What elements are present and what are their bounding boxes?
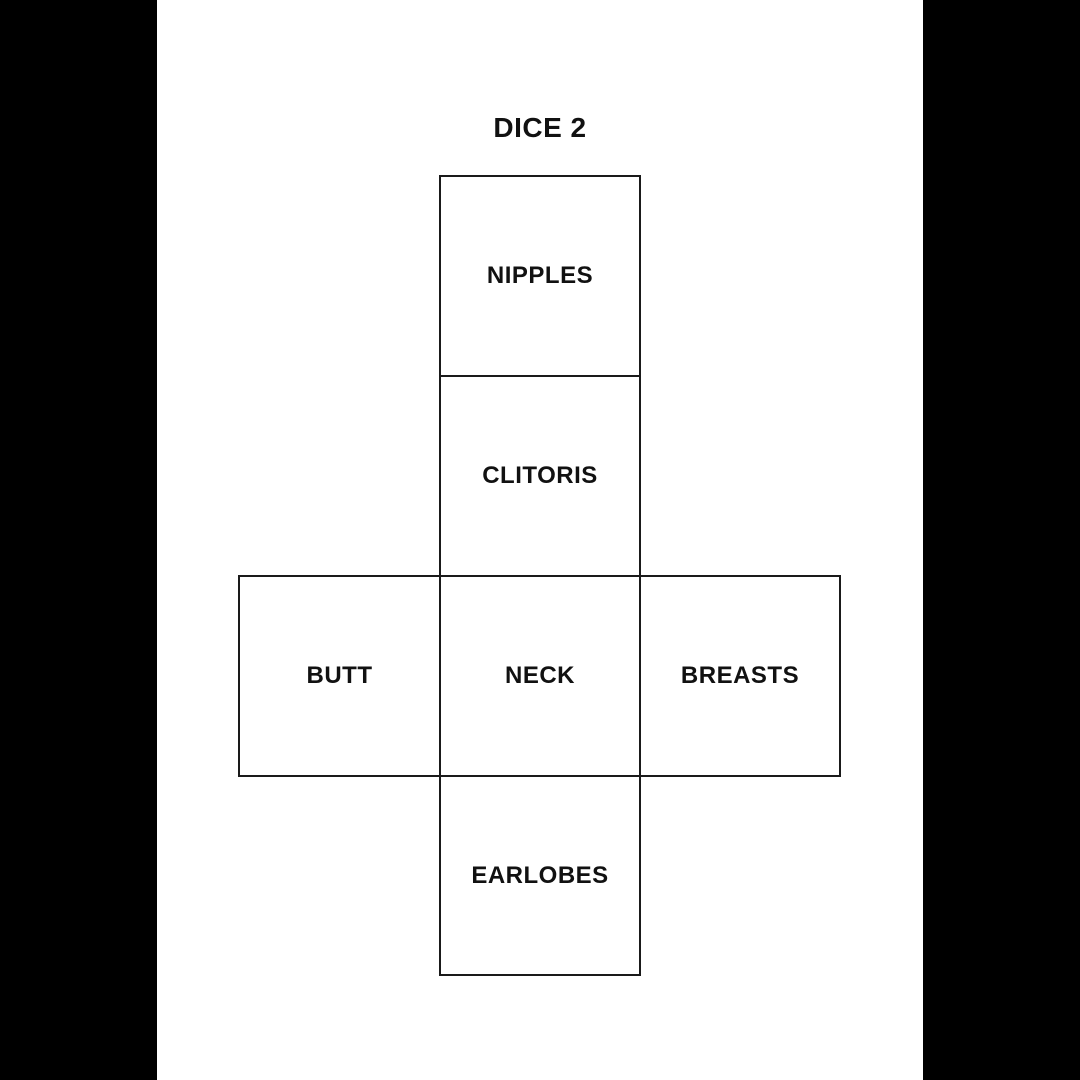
die-face-butt: BUTT [238,575,441,777]
die-face-nipples: NIPPLES [439,175,641,377]
die-face-label: BREASTS [680,662,800,689]
die-face-neck: NECK [439,575,641,777]
left-pillarbox-bar [0,0,157,1080]
die-face-label: NIPPLES [486,262,594,289]
die-face-label: EARLOBES [471,861,609,889]
die-face-clitoris: CLITORIS [439,375,641,577]
page-title: DICE 2 [493,112,587,143]
die-face-label: BUTT [306,662,373,689]
die-face-label: CLITORIS [482,462,598,489]
die-face-earlobes: EARLOBES [439,775,641,976]
die-face-breasts: BREASTS [639,575,841,777]
right-pillarbox-bar [923,0,1080,1080]
die-face-label: NECK [504,662,575,689]
